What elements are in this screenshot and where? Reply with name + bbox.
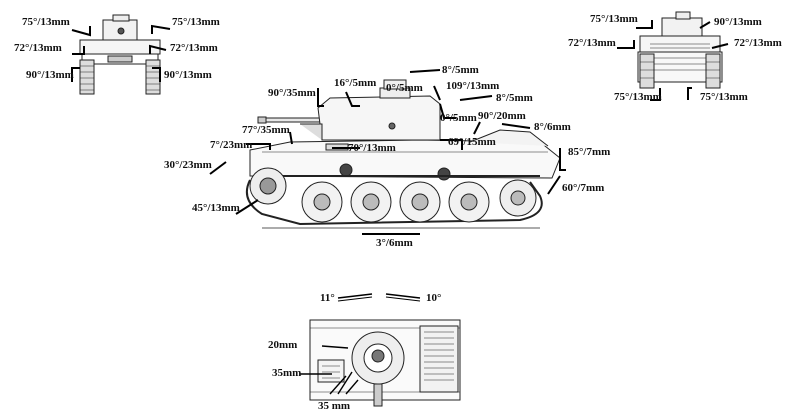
hull-roof-top-label: 8°/5mm (442, 64, 479, 76)
front-lower-right-label: 90°/13mm (164, 69, 212, 81)
engine-deck-label: 0°/5mm (440, 112, 477, 124)
front-upper-right-label: 75°/13mm (172, 16, 220, 28)
side-view-angle-markers (209, 69, 566, 235)
top-view-angle-markers (300, 293, 421, 395)
top-right-angle-label: 10° (426, 292, 442, 304)
front-lower-label: 45°/13mm (192, 202, 240, 214)
rear-upper-label: 85°/7mm (568, 146, 611, 158)
front-mid-right-label: 72°/13mm (170, 42, 218, 54)
rear-view-angle-markers (617, 20, 729, 101)
rear-mid-left-label: 72°/13mm (568, 37, 616, 49)
engine-bulkhead-label: 90°/20mm (478, 110, 526, 122)
front-upper-label: 30°/23mm (164, 159, 212, 171)
top-view-drawing (309, 319, 461, 407)
glacis-label: 7°/23mm (210, 139, 253, 151)
front-upper-left-label: 75°/13mm (22, 16, 70, 28)
front-view-drawing (79, 14, 161, 95)
superstructure-label: 70°/13mm (348, 142, 396, 154)
front-lower-left-label: 90°/13mm (26, 69, 74, 81)
rear-lower-left-label: 75°/13mm (614, 91, 662, 103)
turret-front-thickness-label: 20mm (268, 339, 298, 351)
side-view-drawing (246, 79, 561, 229)
rear-upper-left-label: 75°/13mm (590, 13, 638, 25)
mantlet-label: 77°/35mm (242, 124, 290, 136)
front-mid-left-label: 72°/13mm (14, 42, 62, 54)
belly-label: 3°/6mm (376, 237, 413, 249)
turret-rear-label: 90°/35mm (268, 87, 316, 99)
rear-deck-label: 8°/6mm (534, 121, 571, 133)
cupola-side-label: 109°/13mm (446, 80, 500, 92)
turret-side-thickness-label: 35mm (272, 367, 302, 379)
rear-view-drawing (637, 11, 723, 89)
turret-roof-label: 16°/5mm (334, 77, 377, 89)
rear-lower-label: 60°/7mm (562, 182, 605, 194)
turret-rear-roof-label: 8°/5mm (496, 92, 533, 104)
top-left-angle-label: 11° (320, 292, 335, 304)
rear-mid-right-label: 72°/13mm (734, 37, 782, 49)
rear-upper-right-label: 90°/13mm (714, 16, 762, 28)
turret-mantlet-thickness-label: 35 mm (318, 400, 351, 412)
side-plate-label: 69°/15mm (448, 136, 496, 148)
rear-lower-right-label: 75°/13mm (700, 91, 748, 103)
front-view-angle-markers (71, 24, 171, 82)
cupola-top-label: 0°/5mm (386, 82, 423, 94)
